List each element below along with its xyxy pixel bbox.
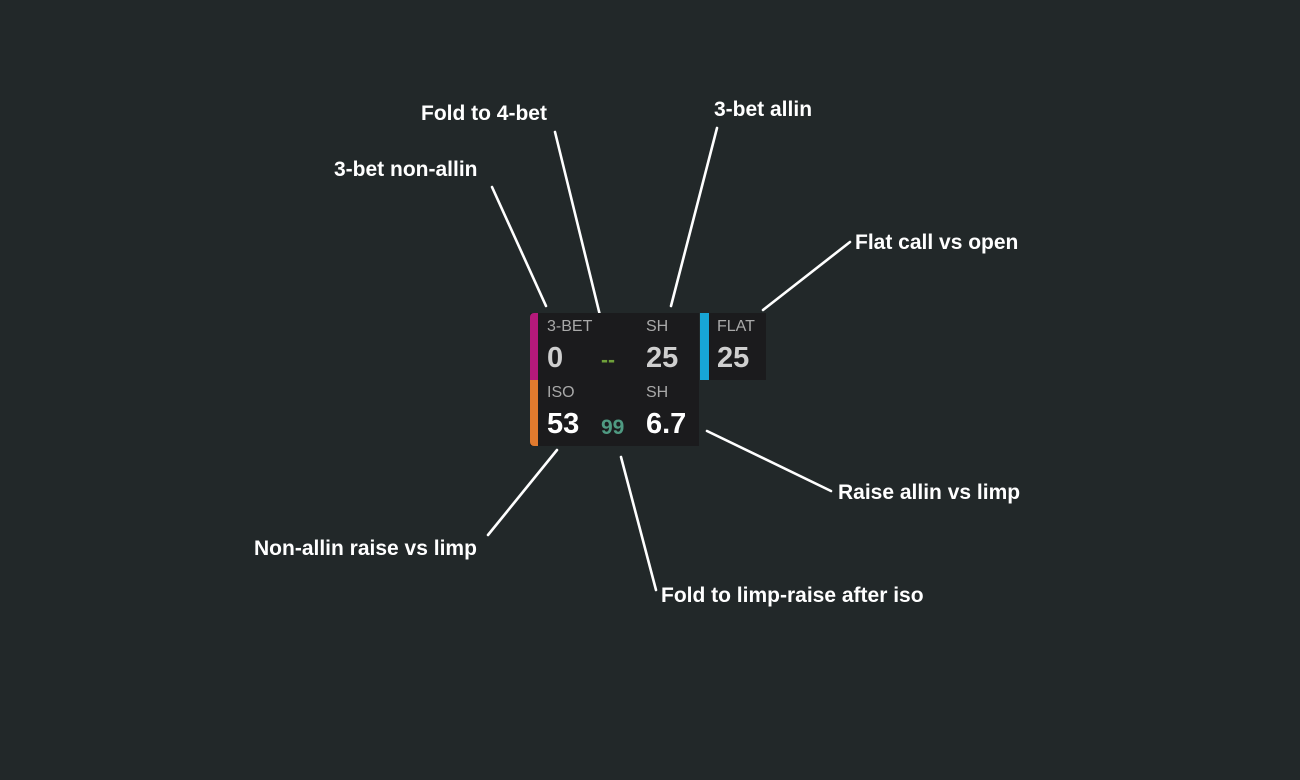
callout-3bet-nonallin: 3-bet non-allin [334, 158, 478, 181]
threebet-allin-value: 25 [646, 342, 679, 374]
iso-label: ISO [547, 384, 575, 401]
callout-flat-call-vs-open: Flat call vs open [855, 231, 1019, 254]
threebet-accent-bar [530, 313, 538, 380]
callout-raise-allin-vs-limp: Raise allin vs limp [838, 481, 1021, 504]
line-raise-allin-limp [705, 429, 833, 493]
line-nonallin-raise-limp [486, 448, 559, 537]
iso-value: 53 [547, 408, 580, 440]
threebet-value: 0 [547, 342, 564, 374]
flat-panel [700, 313, 766, 380]
line-3bet-allin [669, 126, 719, 308]
threebet-allin-label: SH [646, 318, 669, 335]
line-flat-call [761, 240, 852, 312]
flat-value: 25 [717, 342, 750, 374]
threebet-label: 3-BET [547, 318, 593, 335]
callout-nonallin-raise-vs-limp: Non-allin raise vs limp [254, 537, 477, 560]
fold-to-4bet-value: -- [601, 349, 615, 372]
iso-accent-bar [530, 380, 538, 446]
callout-fold-to-limp-raise: Fold to limp-raise after iso [661, 584, 924, 607]
line-fold-limp-raise [619, 455, 658, 592]
callout-3bet-allin: 3-bet allin [714, 98, 813, 121]
threebet-panel [530, 313, 699, 380]
line-3bet-nonallin [490, 185, 548, 308]
stats-hud: 3-BET 0 -- SH 25 FLAT 25 ISO 53 99 SH 6.… [530, 313, 766, 446]
fold-to-limp-raise-value: 99 [601, 416, 625, 439]
flat-label: FLAT [717, 318, 755, 335]
flat-accent-bar [700, 313, 709, 380]
callout-fold-to-4bet: Fold to 4-bet [421, 102, 547, 125]
iso-allin-label: SH [646, 384, 669, 401]
iso-allin-value: 6.7 [646, 408, 687, 440]
iso-panel [530, 380, 699, 446]
line-fold-to-4bet [553, 130, 609, 346]
